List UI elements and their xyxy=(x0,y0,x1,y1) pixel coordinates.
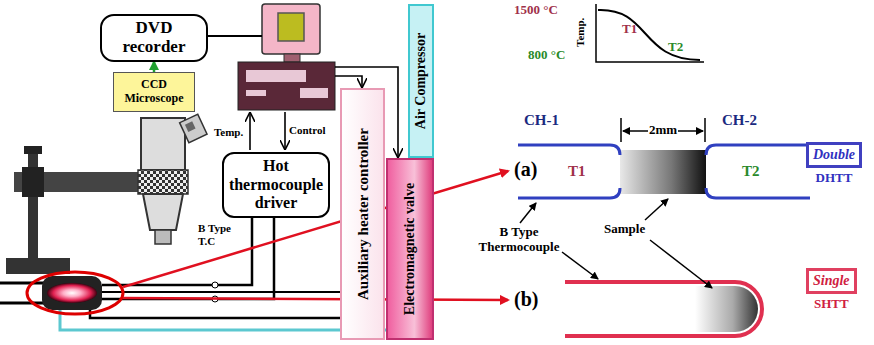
annotation-label: Sample xyxy=(604,222,645,237)
annotation-label: T1 xyxy=(622,22,637,37)
annotation-label: Control xyxy=(289,124,325,137)
mode-code: DHTT xyxy=(816,171,853,186)
annotation-label: T1 xyxy=(568,163,586,180)
annotation-label: B Type T.C xyxy=(198,222,238,247)
node-text: Electromagnetic valve xyxy=(402,165,417,333)
mode-code: SHTT xyxy=(814,297,849,312)
annotation-label: 1500 °C xyxy=(514,3,558,18)
annotation-label: T2 xyxy=(742,163,760,180)
compressor-box: Air Compressor xyxy=(408,4,434,158)
annotation-label: T2 xyxy=(668,40,683,55)
node-text: Air Compressor xyxy=(413,11,428,151)
controller-box: Auxiliary heater controller xyxy=(340,88,385,340)
annotation-label: 800 °C xyxy=(528,48,565,63)
annotation-label: CH-1 xyxy=(524,112,559,129)
node-text: Hot thermocouple driver xyxy=(227,157,325,212)
mode-name: Single xyxy=(806,268,857,294)
recorder-box: DVD recorder xyxy=(100,14,208,62)
node-text: DVD recorder xyxy=(105,19,203,56)
annotation-label: (a) xyxy=(514,158,537,181)
driver-box: Hot thermocouple driver xyxy=(222,152,330,218)
node-text: Auxiliary heater controller xyxy=(354,95,371,333)
node-text: CCD Microscope xyxy=(117,78,191,106)
signal-arrow xyxy=(153,62,156,72)
valve-box: Electromagnetic valve xyxy=(386,158,434,340)
annotation-label: CH-2 xyxy=(722,112,757,129)
camera-box: CCD Microscope xyxy=(113,72,195,112)
mode-name: Double xyxy=(806,142,862,168)
annotation-label: Temp. xyxy=(214,126,243,139)
annotation-label: Temp. xyxy=(574,18,587,47)
annotation-label: B Type Thermocouple xyxy=(470,225,568,255)
annotation-label: (b) xyxy=(514,288,538,311)
annotation-label: 2mm xyxy=(648,123,678,138)
mode-box: SingleSHTT xyxy=(806,268,857,312)
mode-box: DoubleDHTT xyxy=(806,142,862,186)
